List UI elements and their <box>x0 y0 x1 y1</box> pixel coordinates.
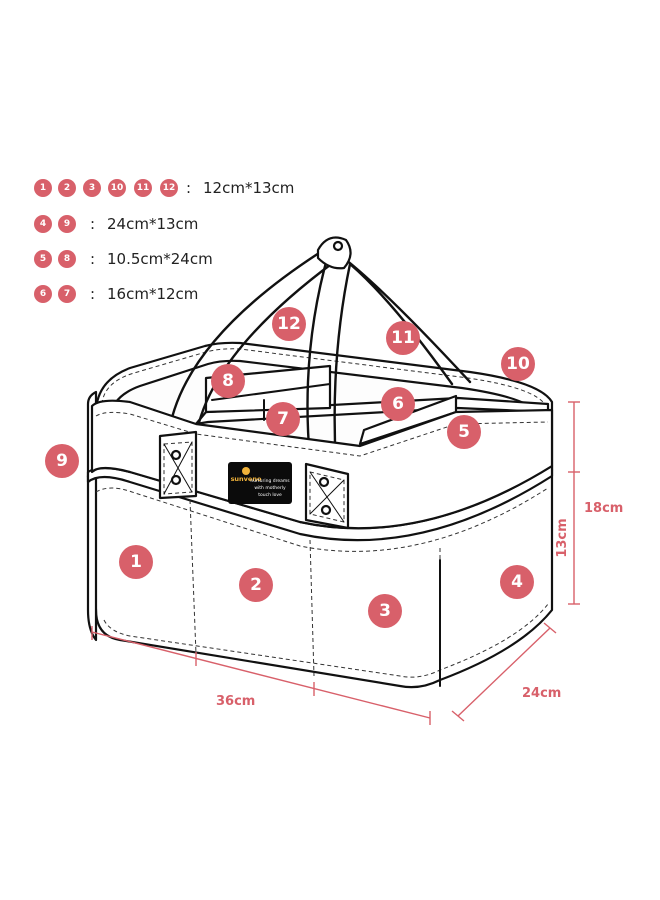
legend: 1 2 3 10 11 12 : 12cm*13cm 4 9 : 24cm*13… <box>34 179 294 303</box>
height-dimension: 18cm 13cm <box>555 401 623 605</box>
legend-size: 12cm*13cm <box>203 179 294 197</box>
compartment-badge-5: 5 <box>447 415 481 449</box>
legend-row-1: 1 2 3 10 11 12 : 12cm*13cm <box>34 179 294 197</box>
legend-badge-label: 8 <box>64 254 70 264</box>
bag-upper-wall <box>90 399 554 530</box>
legend-badge <box>34 215 52 233</box>
compartment-badge-7: 7 <box>266 402 300 436</box>
compartment-label: 5 <box>458 422 470 442</box>
brand-line-2: with motherly <box>254 485 286 491</box>
compartment-label: 9 <box>56 451 68 471</box>
compartment-badge-4: 4 <box>500 565 534 599</box>
height-pocket-label: 13cm <box>555 518 570 557</box>
compartment-label: 10 <box>506 354 530 374</box>
legend-badge <box>58 285 76 303</box>
compartment-label: 8 <box>222 371 234 391</box>
legend-badge-label: 3 <box>89 183 95 193</box>
compartment-badge-12: 12 <box>272 307 306 341</box>
compartment-label: 4 <box>511 572 523 592</box>
brand-label: sunveno nurturing dreams with motherly t… <box>228 462 292 504</box>
width-dimension: 36cm <box>91 626 431 725</box>
legend-size: 10.5cm*24cm <box>107 250 213 268</box>
bag-drawing: sunveno nurturing dreams with motherly t… <box>86 236 554 689</box>
legend-badge <box>34 250 52 268</box>
legend-badge <box>58 179 76 197</box>
legend-badge-label: 2 <box>64 183 70 193</box>
compartment-label: 7 <box>277 409 289 429</box>
compartment-badge-8: 8 <box>211 364 245 398</box>
compartment-label: 11 <box>391 328 415 348</box>
handle-grommet <box>332 240 344 252</box>
height-total-label: 18cm <box>584 501 623 516</box>
legend-separator: : <box>186 179 191 197</box>
handle-left <box>166 244 336 440</box>
legend-badge <box>160 179 178 197</box>
compartment-badge-2: 2 <box>239 568 273 602</box>
sun-logo-icon <box>242 467 250 475</box>
legend-badge <box>34 179 52 197</box>
depth-label: 24cm <box>522 686 561 701</box>
legend-badge <box>58 215 76 233</box>
legend-badge-label: 10 <box>111 183 124 193</box>
compartment-badge-3: 3 <box>368 594 402 628</box>
legend-badge-label: 5 <box>40 254 46 264</box>
legend-badge-label: 11 <box>137 183 150 193</box>
handle-grip <box>316 236 352 270</box>
legend-badge-label: 7 <box>64 289 70 299</box>
legend-row-2: 4 9 : 24cm*13cm <box>34 215 198 233</box>
depth-dimension: 24cm <box>451 622 561 722</box>
legend-size: 16cm*12cm <box>107 285 198 303</box>
legend-badge <box>83 179 101 197</box>
strap-patch-right <box>304 462 350 530</box>
compartment-badge-9: 9 <box>45 444 79 478</box>
compartment-badge-10: 10 <box>501 347 535 381</box>
dimension-lines: 36cm 24cm 18cm 13cm <box>91 401 623 725</box>
legend-row-3: 5 8 : 10.5cm*24cm <box>34 250 213 268</box>
compartment-label: 2 <box>250 575 262 595</box>
strap-patch-left <box>158 430 198 500</box>
rim-stitch <box>101 348 547 407</box>
legend-badge-label: 9 <box>64 219 70 229</box>
legend-badge <box>108 179 126 197</box>
legend-badge <box>34 285 52 303</box>
legend-badge-label: 12 <box>163 183 176 193</box>
compartment-label: 3 <box>379 601 391 621</box>
pocket-seam-mid <box>309 539 315 677</box>
legend-badge-label: 6 <box>40 289 46 299</box>
compartment-badge-6: 6 <box>381 387 415 421</box>
compartment-badges: 1 2 3 4 5 6 7 8 <box>45 307 535 628</box>
compartment-label: 1 <box>130 552 142 572</box>
legend-separator: : <box>90 215 95 233</box>
legend-badge-label: 4 <box>40 219 46 229</box>
legend-badge <box>58 250 76 268</box>
upper-stitch <box>95 411 549 457</box>
brand-line-1: nurturing dreams <box>250 478 290 484</box>
legend-badge <box>134 179 152 197</box>
compartment-badge-11: 11 <box>386 321 420 355</box>
brand-name: sunveno <box>231 475 262 483</box>
bottom-stitch <box>103 603 549 678</box>
legend-row-4: 6 7 : 16cm*12cm <box>34 285 198 303</box>
pocket-seam-left <box>189 499 197 655</box>
brand-line-3: touch love <box>258 492 282 498</box>
compartment-badge-1: 1 <box>119 545 153 579</box>
compartment-label: 12 <box>277 314 301 334</box>
width-label: 36cm <box>216 694 255 709</box>
legend-separator: : <box>90 285 95 303</box>
band-stitch <box>95 487 549 552</box>
compartment-label: 6 <box>392 394 404 414</box>
legend-separator: : <box>90 250 95 268</box>
legend-badge-label: 1 <box>40 183 46 193</box>
legend-size: 24cm*13cm <box>107 215 198 233</box>
